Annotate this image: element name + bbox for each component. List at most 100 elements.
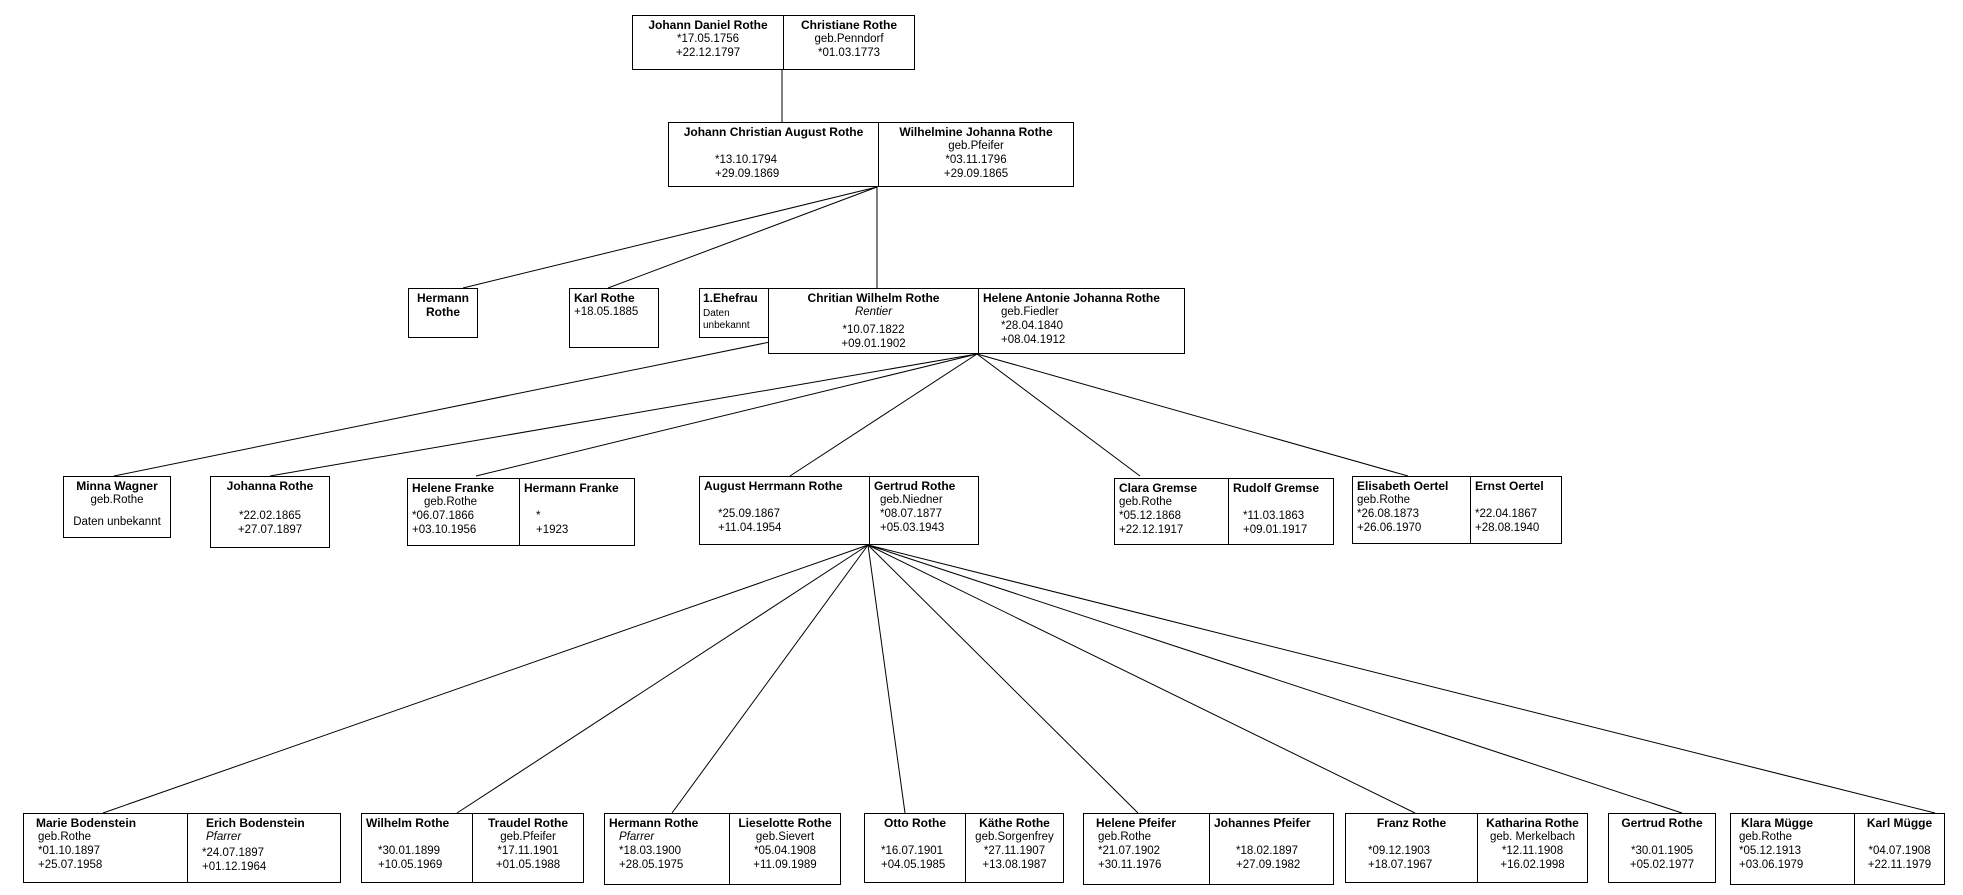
- death-date: +29.09.1869: [715, 168, 780, 180]
- death-date: +11.09.1989: [753, 859, 817, 871]
- birth-date: *27.11.1907: [983, 845, 1046, 857]
- person-name: Klara Mügge: [1741, 816, 1814, 830]
- birth-date: *05.04.1908: [753, 845, 817, 857]
- birth-date: *05.12.1913: [1739, 845, 1802, 857]
- birth-date: *25.09.1867: [718, 508, 781, 520]
- maiden-name: geb.Rothe: [1357, 494, 1411, 506]
- maiden-name: geb.Rothe: [1098, 831, 1152, 843]
- death-date: +28.05.1975: [619, 859, 684, 871]
- maiden-name: geb.Rothe: [1739, 831, 1793, 843]
- person-johanna-rothe: Johanna Rothe *22.02.1865 +27.07.1897: [211, 477, 329, 547]
- death-date: +1923: [536, 524, 569, 536]
- unknown-data-note: Daten unbekannt: [703, 308, 750, 331]
- death-date: +01.12.1964: [202, 861, 267, 873]
- person-name: Wilhelmine Johanna Rothe: [899, 125, 1053, 139]
- couple-box-klara-karl-muegge: Klara Mügge geb.Rothe *05.12.1913 +03.06…: [1730, 813, 1945, 885]
- connector-to-klara: [867, 544, 1936, 814]
- person-name: Karl Rothe: [574, 291, 635, 305]
- person-name: Karl Mügge: [1866, 816, 1933, 830]
- person-name: Chritian Wilhelm Rothe: [807, 291, 940, 305]
- connector-to-elisabeth: [976, 353, 1409, 477]
- birth-date: *17.05.1756: [676, 33, 740, 45]
- birth-date: *22.04.1867: [1475, 508, 1538, 520]
- person-name: Lieselotte Rothe: [738, 816, 832, 830]
- person-name: Minna Wagner: [76, 479, 158, 493]
- connector-to-august: [789, 353, 978, 477]
- person-name: Helene Franke: [412, 481, 495, 495]
- death-date: +22.11.1979: [1867, 859, 1932, 871]
- couple-box-hermann-lieselotte: Hermann Rothe Pfarrer *18.03.1900 +28.05…: [604, 813, 841, 885]
- person-name: Elisabeth Oertel: [1357, 479, 1449, 493]
- person-name: Christiane Rothe: [800, 18, 897, 32]
- maiden-name: geb.Sievert: [755, 831, 815, 843]
- connector-to-wilhelm: [456, 544, 869, 814]
- person-name: Katharina Rothe: [1486, 816, 1579, 830]
- death-date: +22.12.1917: [1119, 524, 1184, 536]
- occupation: Pfarrer: [206, 831, 242, 843]
- person-name: Johannes Pfeifer: [1214, 816, 1311, 830]
- death-date: +08.04.1912: [1001, 334, 1066, 346]
- death-date: +28.08.1940: [1475, 522, 1540, 534]
- death-date: +10.05.1969: [378, 859, 443, 871]
- person-rudolf-gremse: Rudolf Gremse *11.03.1863 +09.01.1917: [1228, 479, 1333, 544]
- death-date: +25.07.1958: [38, 859, 103, 871]
- person-box-minna-wagner: Minna Wagner geb.Rothe Daten unbekannt: [63, 476, 171, 538]
- person-wilhelm-rothe: Wilhelm Rothe *30.01.1899 +10.05.1969: [362, 814, 472, 882]
- birth-date: *: [536, 510, 541, 522]
- person-box-karl-rothe: Karl Rothe +18.05.1885: [569, 288, 659, 348]
- person-box-johanna-rothe: Johanna Rothe *22.02.1865 +27.07.1897: [210, 476, 330, 548]
- person-name: Rudolf Gremse: [1233, 481, 1320, 495]
- person-traudel-rothe: Traudel Rothe geb.Pfeifer *17.11.1901 +0…: [472, 814, 583, 882]
- person-name: August Herrmann Rothe: [704, 479, 843, 493]
- person-name: Marie Bodenstein: [36, 816, 137, 830]
- maiden-name: geb.Rothe: [38, 831, 92, 843]
- maiden-name: geb.Rothe: [424, 496, 478, 508]
- person-name: Hermann Rothe: [609, 816, 699, 830]
- death-date: +01.05.1988: [495, 859, 561, 871]
- person-hermann-rothe: Hermann Rothe: [409, 289, 477, 337]
- death-date: +05.02.1977: [1629, 859, 1695, 871]
- death-date: +18.07.1967: [1368, 859, 1433, 871]
- couple-box-clara-rudolf-gremse: Clara Gremse geb.Rothe *05.12.1868 +22.1…: [1114, 478, 1334, 545]
- connector-to-otto: [867, 544, 906, 814]
- maiden-name: geb.Rothe: [90, 494, 144, 506]
- death-date: +16.02.1998: [1500, 859, 1565, 871]
- birth-date: *28.04.1840: [1001, 320, 1064, 332]
- person-name: Käthe Rothe: [979, 816, 1050, 830]
- birth-date: *22.02.1865: [238, 510, 302, 522]
- person-erich-bodenstein: Erich Bodenstein Pfarrer *24.07.1897 +01…: [187, 814, 340, 882]
- birth-date: *08.07.1877: [880, 508, 943, 520]
- couple-box-elisabeth-ernst-oertel: Elisabeth Oertel geb.Rothe *26.08.1873 +…: [1352, 476, 1562, 544]
- person-johann-christian-august-rothe: Johann Christian August Rothe *13.10.179…: [669, 123, 878, 186]
- birth-date: *26.08.1873: [1357, 508, 1420, 520]
- person-hermann-franke: Hermann Franke * +1923: [519, 479, 634, 545]
- person-johannes-pfeifer: Johannes Pfeifer *18.02.1897 +27.09.1982: [1209, 814, 1333, 884]
- maiden-name: geb. Merkelbach: [1489, 831, 1576, 843]
- person-clara-gremse: Clara Gremse geb.Rothe *05.12.1868 +22.1…: [1115, 479, 1228, 544]
- death-date: +04.05.1985: [881, 859, 946, 871]
- connector-to-helene-franke: [475, 353, 978, 477]
- person-name: Ernst Oertel: [1475, 479, 1544, 493]
- person-name: Gertrud Rothe: [874, 479, 956, 493]
- person-franz-rothe: Franz Rothe *09.12.1903 +18.07.1967: [1346, 814, 1477, 882]
- death-date: +11.04.1954: [718, 522, 782, 534]
- birth-date: *30.01.1905: [1630, 845, 1694, 857]
- couple-box-johann-christian-wilhelmine: Johann Christian August Rothe *13.10.179…: [668, 122, 1074, 187]
- person-august-herrmann-rothe: August Herrmann Rothe *25.09.1867 +11.04…: [700, 477, 869, 544]
- person-name: Gertrud Rothe: [1621, 816, 1703, 830]
- birth-date: *16.07.1901: [881, 845, 944, 857]
- maiden-name: geb.Pfeifer: [500, 831, 556, 843]
- couple-box-helene-johannes-pfeifer: Helene Pfeifer geb.Rothe *21.07.1902 +30…: [1083, 813, 1334, 885]
- person-name: Otto Rothe: [884, 816, 946, 830]
- person-karl-muegge: Karl Mügge *04.07.1908 +22.11.1979: [1854, 814, 1944, 884]
- person-name: Clara Gremse: [1119, 481, 1198, 495]
- death-date: +09.01.1917: [1243, 524, 1308, 536]
- couple-box-wilhelm-traudel: Wilhelm Rothe *30.01.1899 +10.05.1969 Tr…: [361, 813, 584, 883]
- person-lieselotte-rothe: Lieselotte Rothe geb.Sievert *05.04.1908…: [729, 814, 840, 884]
- birth-date: *05.12.1868: [1119, 510, 1182, 522]
- couple-box-august-gertrud: August Herrmann Rothe *25.09.1867 +11.04…: [699, 476, 979, 545]
- maiden-name: geb.Penndorf: [814, 33, 884, 45]
- connector-to-helene-pfeifer: [867, 544, 1139, 814]
- person-name-line2: Rothe: [426, 305, 460, 319]
